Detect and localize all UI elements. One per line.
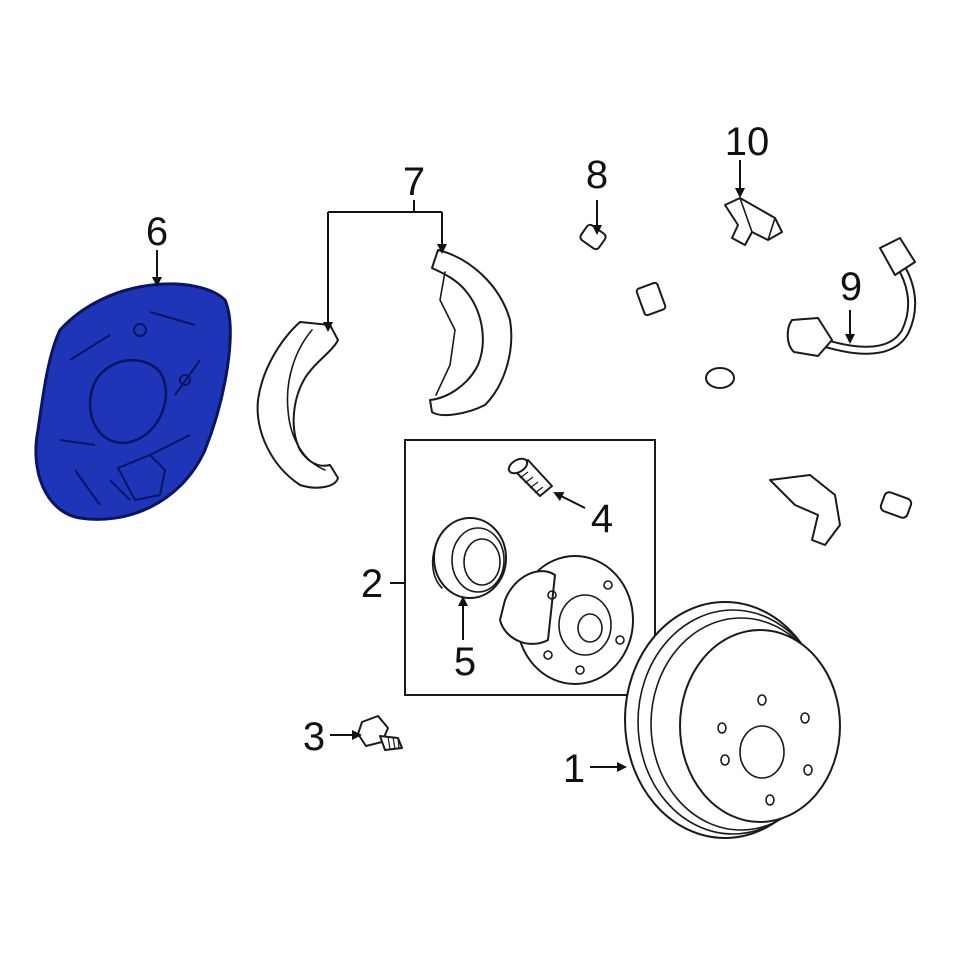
callout-1: 1	[563, 747, 585, 791]
callout-3: 3	[303, 715, 325, 759]
hose-8-fitting-end	[879, 491, 913, 519]
callout-8: 8	[586, 153, 608, 197]
backing-plate-part-6[interactable]	[34, 282, 232, 521]
callout-labels: 6 7 8 10 9 4 2 5 3 1	[146, 120, 862, 791]
drum-stud-hole	[757, 694, 767, 706]
drum-stud-hole	[720, 754, 730, 766]
stud-4-threads	[519, 471, 544, 494]
brake-hose-part-8[interactable]	[579, 223, 913, 546]
hub-stud-hole	[575, 665, 585, 675]
hub-spindle	[499, 570, 556, 645]
backing-plate-ribs	[59, 311, 201, 506]
callout-4: 4	[591, 497, 613, 541]
hose-8-line-inner	[590, 236, 907, 507]
hub-stud-hole	[615, 635, 625, 645]
brake-shoe-right	[429, 249, 513, 417]
hub-stud-hole	[603, 580, 613, 590]
clip-10-body	[724, 197, 783, 246]
hose-9-line-inner	[812, 259, 915, 353]
drum-stud-hole	[803, 764, 813, 776]
brake-drum-part-1[interactable]	[624, 601, 841, 839]
backing-plate-body	[34, 282, 232, 521]
brake-shoe-left-web	[286, 329, 326, 471]
brake-shoe-right-web	[435, 271, 456, 396]
drum-stud-hole	[717, 722, 727, 734]
clip-10-edge	[739, 197, 776, 241]
stud-4-head	[507, 457, 529, 475]
bolt-3-shank	[379, 735, 403, 751]
callout-6: 6	[146, 210, 168, 254]
drum-center-bore	[739, 725, 785, 779]
bearing-part-5[interactable]	[431, 517, 507, 599]
backing-plate-cylinder-mount	[116, 453, 167, 502]
brake-shoe-left	[256, 321, 339, 489]
hose-9-fitting-left	[786, 317, 833, 357]
bearing-5-mid	[451, 527, 505, 593]
hose-8-grommet	[705, 367, 735, 389]
drum-stud-hole	[800, 712, 810, 724]
callout-9: 9	[840, 265, 862, 309]
callout-5: 5	[454, 640, 476, 684]
callout-10: 10	[725, 120, 770, 164]
hub-stud-hole	[547, 590, 557, 600]
backing-plate-bolt-hole	[133, 323, 147, 337]
wheel-stud-part-4[interactable]	[506, 456, 553, 497]
hose-8-bracket	[769, 474, 841, 546]
hub-stud-hole	[543, 650, 553, 660]
hose-8-clamp	[635, 281, 667, 317]
leader-lines	[152, 160, 855, 772]
bearing-5-inner	[463, 538, 501, 586]
hose-9-fitting-top	[879, 237, 916, 276]
backing-plate-bolt-hole	[179, 374, 191, 386]
hub-flange-pilot	[577, 613, 603, 643]
callout-7: 7	[403, 160, 425, 204]
leader-4	[553, 492, 586, 509]
hub-assembly-group-box	[404, 439, 656, 696]
bearing-5-outer	[433, 517, 507, 599]
callout-2: 2	[361, 562, 383, 606]
flex-hose-part-9[interactable]	[786, 237, 917, 357]
clip-part-10[interactable]	[724, 197, 783, 246]
bearing-5-side	[431, 544, 443, 589]
brake-shoes-part-7[interactable]	[256, 249, 513, 489]
hub-flange-center	[558, 594, 612, 656]
hub-flange	[499, 555, 634, 685]
bolt-part-3[interactable]	[357, 715, 403, 751]
backing-plate-inner-ring	[88, 358, 168, 445]
bolt-3-threads	[387, 736, 400, 750]
drum-stud-hole	[765, 794, 775, 806]
